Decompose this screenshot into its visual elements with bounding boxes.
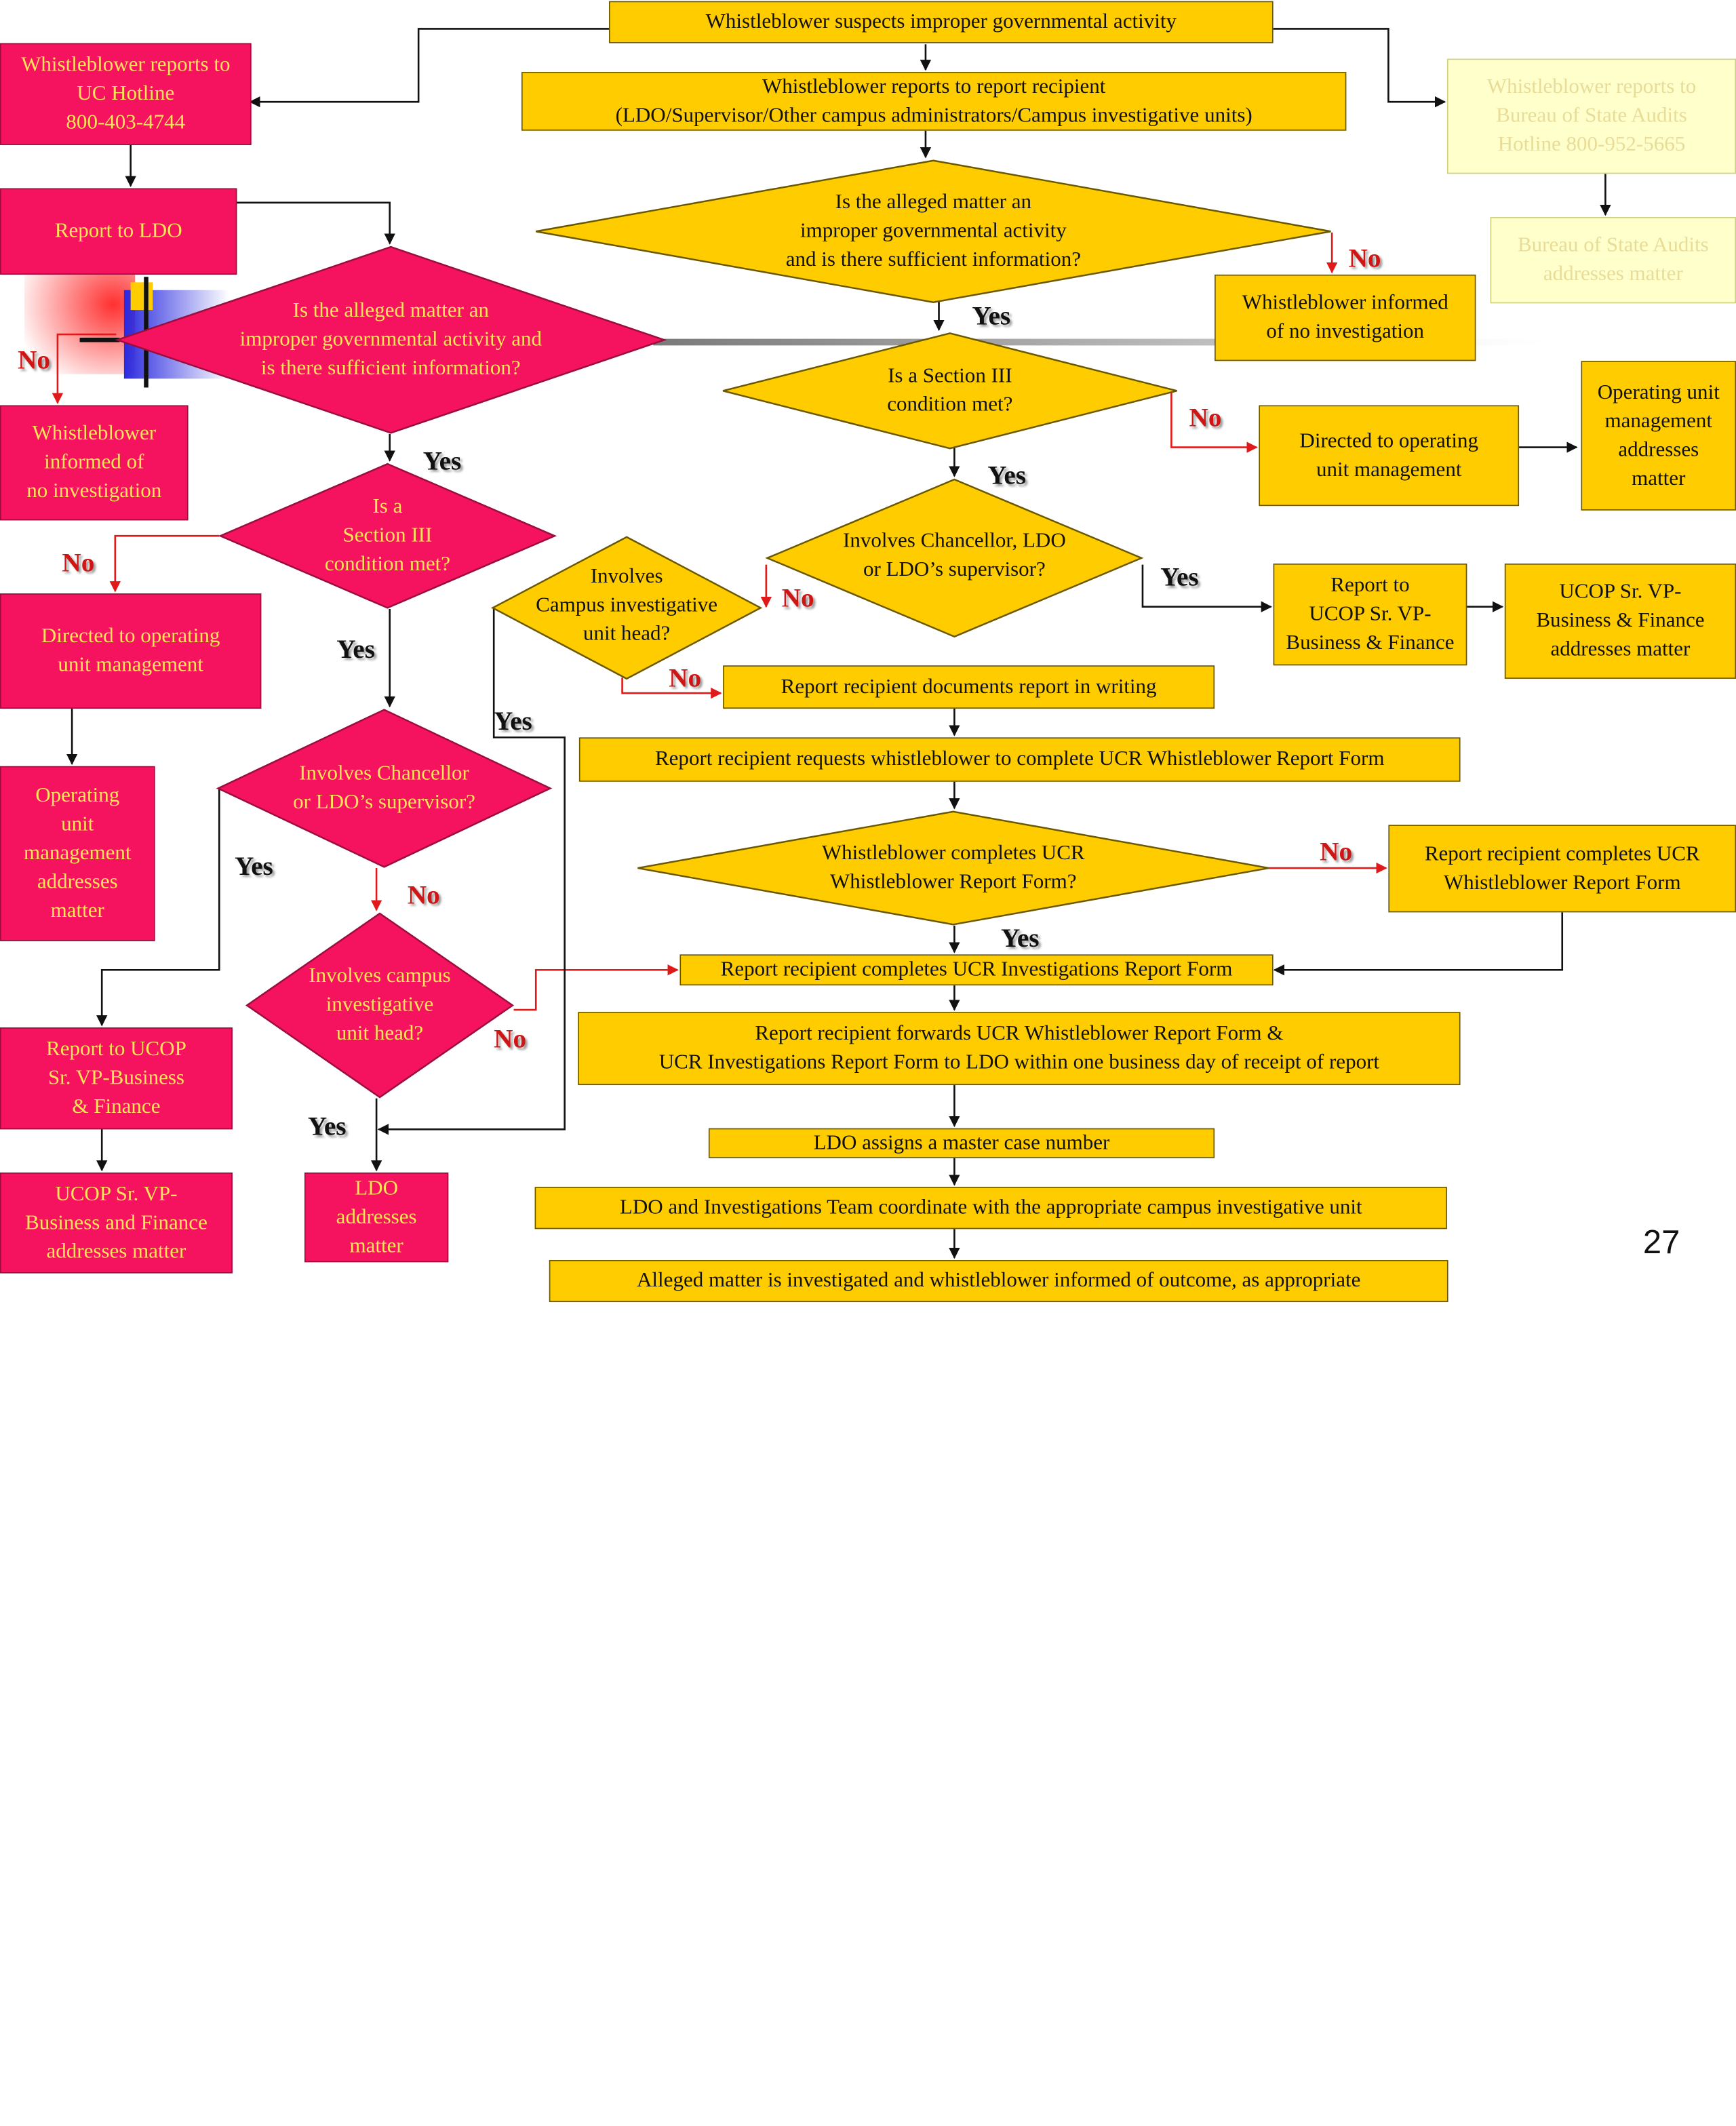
uc-hotline-box: Whistleblower reports to UC Hotline 800-… bbox=[0, 43, 252, 145]
yes-label: Yes bbox=[1000, 924, 1040, 953]
page-number: 27 bbox=[1642, 1224, 1680, 1261]
report-ucop-box: Report to UCOP Sr. VP- Business & Financ… bbox=[1273, 564, 1467, 666]
left-ucop-addresses-box: UCOP Sr. VP- Business and Finance addres… bbox=[0, 1173, 233, 1274]
yes-label: Yes bbox=[235, 852, 273, 882]
decorative-gold-block bbox=[130, 282, 153, 311]
investigations-form-box: Report recipient completes UCR Investiga… bbox=[679, 954, 1274, 986]
master-case-box: LDO assigns a master case number bbox=[708, 1128, 1215, 1158]
ucop-addresses-box: UCOP Sr. VP- Business & Finance addresse… bbox=[1504, 564, 1736, 679]
operating-addresses-box: Operating unit management addresses matt… bbox=[1581, 361, 1736, 511]
documents-report-box: Report recipient documents report in wri… bbox=[723, 665, 1215, 709]
left-decision-campus-head-diamond bbox=[245, 912, 515, 1099]
no-label: No bbox=[62, 549, 95, 578]
no-label: No bbox=[1189, 403, 1222, 433]
no-label: No bbox=[669, 664, 702, 694]
bsa-hotline-box: Whistleblower reports to Bureau of State… bbox=[1446, 58, 1736, 174]
informed-no-investigation-box: Whistleblower informed of no investigati… bbox=[1215, 274, 1476, 361]
no-label: No bbox=[407, 881, 440, 911]
coordinate-box: LDO and Investigations Team coordinate w… bbox=[534, 1187, 1447, 1229]
left-report-ucop-box: Report to UCOP Sr. VP-Business & Finance bbox=[0, 1027, 233, 1130]
recipient-completes-form-box: Report recipient completes UCR Whistlebl… bbox=[1388, 825, 1736, 913]
no-label: No bbox=[781, 585, 814, 614]
no-label: No bbox=[1320, 838, 1353, 867]
report-recipient-box: Whistleblower reports to report recipien… bbox=[521, 72, 1347, 131]
left-operating-addresses-box: Operating unit management addresses matt… bbox=[0, 766, 155, 941]
directed-operating-box: Directed to operating unit management bbox=[1259, 405, 1520, 507]
no-label: No bbox=[18, 347, 51, 376]
decision-chancellor-diamond bbox=[765, 478, 1144, 638]
yes-label: Yes bbox=[307, 1112, 347, 1142]
decision-completes-form-diamond bbox=[637, 810, 1269, 926]
yes-label: Yes bbox=[972, 302, 1011, 332]
left-decision-chancellor-diamond bbox=[216, 709, 553, 868]
no-label: No bbox=[494, 1025, 527, 1055]
no-label: No bbox=[1348, 244, 1381, 274]
decorative-gray-rule bbox=[653, 338, 1562, 346]
left-decision-improper-activity-diamond bbox=[115, 245, 667, 434]
decorative-black-tick bbox=[79, 337, 120, 342]
yes-label: Yes bbox=[1160, 564, 1199, 593]
start-box: Whistleblower suspects improper governme… bbox=[608, 1, 1274, 43]
ldo-addresses-box: LDO addresses matter bbox=[304, 1173, 449, 1263]
report-to-ldo-box: Report to LDO bbox=[0, 188, 237, 275]
left-informed-no-investigation-box: Whistleblower informed of no investigati… bbox=[0, 405, 189, 521]
yes-label: Yes bbox=[494, 707, 532, 736]
left-decision-section-iii-diamond bbox=[218, 462, 557, 609]
left-directed-operating-box: Directed to operating unit management bbox=[0, 593, 262, 709]
investigated-box: Alleged matter is investigated and whist… bbox=[549, 1260, 1448, 1303]
decision-section-iii-diamond bbox=[722, 332, 1177, 450]
yes-label: Yes bbox=[336, 635, 375, 665]
bsa-addresses-box: Bureau of State Audits addresses matter bbox=[1490, 217, 1736, 304]
yes-label: Yes bbox=[422, 447, 462, 477]
yes-label: Yes bbox=[987, 461, 1026, 491]
forwards-box: Report recipient forwards UCR Whistleblo… bbox=[578, 1012, 1461, 1086]
requests-form-box: Report recipient requests whistleblower … bbox=[578, 737, 1461, 782]
decision-improper-activity-diamond bbox=[536, 159, 1331, 303]
decorative-red-glow bbox=[24, 274, 136, 374]
decision-campus-head-diamond bbox=[490, 536, 763, 680]
